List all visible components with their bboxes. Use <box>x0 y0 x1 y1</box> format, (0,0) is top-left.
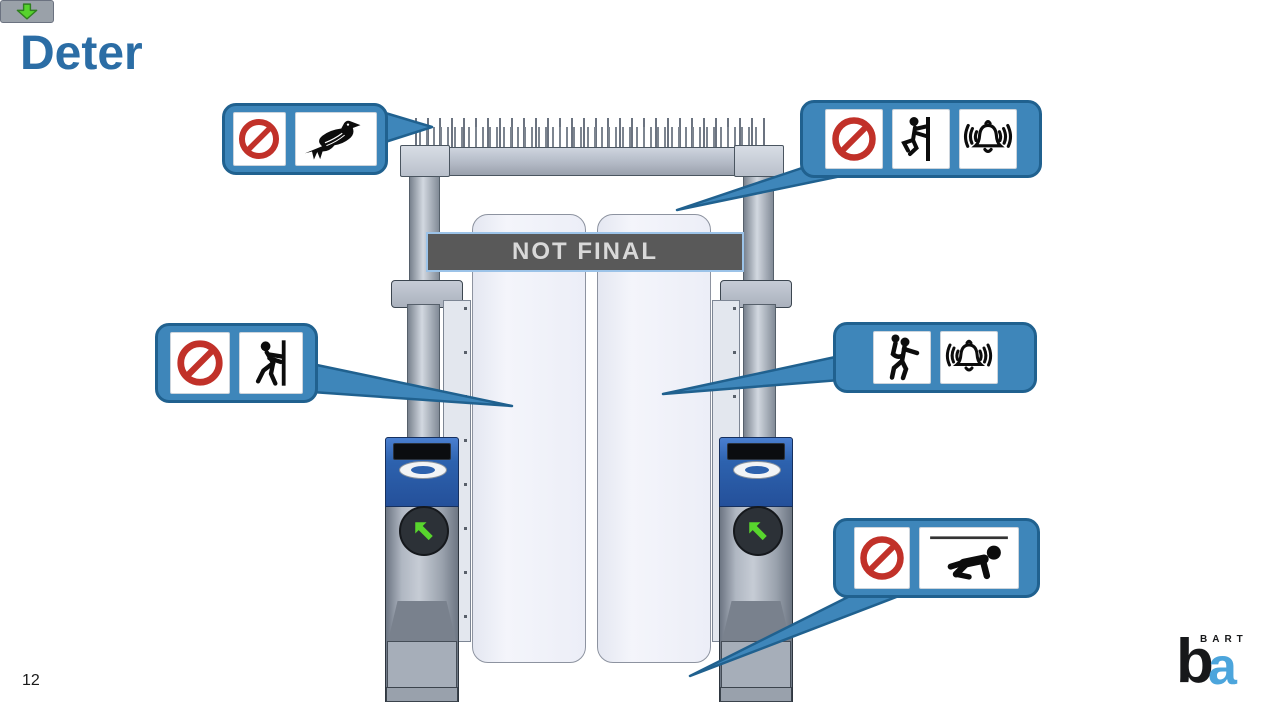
callout-no-crawling <box>833 518 1040 598</box>
card-reader-right <box>733 461 781 479</box>
overhead-beam <box>400 147 784 176</box>
callout-no-birds <box>222 103 388 175</box>
lane-indicator-left <box>399 506 449 556</box>
bart-logo-wordmark: BART <box>1200 634 1248 645</box>
not-final-label: NOT FINAL <box>512 238 658 265</box>
card-reader-left <box>399 461 447 479</box>
person-pushing-icon <box>239 332 303 394</box>
beam-cap-left <box>400 145 450 177</box>
alarm-bell-icon <box>959 109 1017 169</box>
green-down-arrow-icon <box>16 3 38 20</box>
beam-indicator <box>0 0 54 23</box>
console-base-wedge-right <box>722 601 790 641</box>
lane-indicator-right <box>733 506 783 556</box>
beam-cap-right <box>734 145 784 177</box>
column-right <box>743 304 776 446</box>
console-plinth-left <box>387 641 457 689</box>
person-tailgating-icon <box>872 331 931 384</box>
person-crawling-icon <box>919 527 1019 589</box>
pigeon-icon <box>294 112 377 166</box>
no-icon <box>170 332 230 394</box>
page-number: 12 <box>22 672 40 689</box>
green-up-left-arrow-icon <box>415 522 433 541</box>
fare-console-left <box>385 437 459 702</box>
green-up-left-arrow-icon <box>749 522 767 541</box>
no-icon <box>233 112 286 166</box>
console-screen-left <box>393 443 451 460</box>
column-left <box>407 304 440 446</box>
pillar-right <box>743 172 774 286</box>
alarm-bell-icon <box>939 331 998 384</box>
no-icon <box>854 527 910 589</box>
page-title: Deter <box>20 27 143 80</box>
bird-spikes-short <box>419 127 761 148</box>
console-foot-left <box>386 687 458 702</box>
no-icon <box>825 109 883 169</box>
not-final-banner: NOT FINAL <box>426 232 744 272</box>
swing-barrier-left <box>472 214 586 663</box>
console-screen-right <box>727 443 785 460</box>
console-foot-right <box>720 687 792 702</box>
swing-barrier-right <box>597 214 711 663</box>
fare-console-right <box>719 437 793 702</box>
console-plinth-right <box>721 641 791 689</box>
bart-logo: b a BART <box>1176 628 1252 702</box>
callout-tailgating-alarm <box>833 322 1037 393</box>
callout-no-pushing <box>155 323 318 403</box>
bart-logo-a: a <box>1208 638 1237 696</box>
person-climbing-icon <box>892 109 950 169</box>
bart-logo-b: b <box>1176 627 1214 696</box>
callout-no-climbing-alarm <box>800 100 1042 178</box>
console-base-wedge-left <box>388 601 456 641</box>
